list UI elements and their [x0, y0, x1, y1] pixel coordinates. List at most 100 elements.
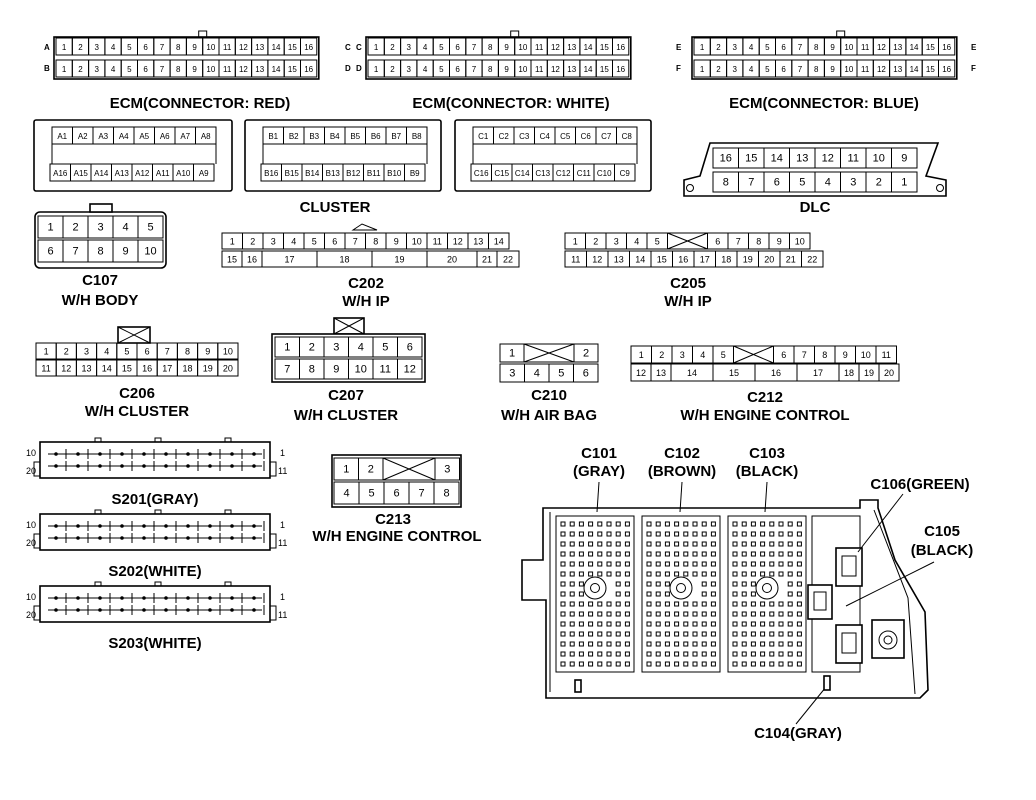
- ecm-red-top-2: 2: [78, 43, 83, 52]
- ecm-red-top-9: 9: [192, 43, 197, 52]
- jb-field-2-pin: [664, 621, 670, 627]
- c213-bottom-4: 4: [343, 488, 349, 500]
- jb-field-2-pin: [701, 591, 707, 597]
- jb-field-2-pin: [664, 641, 670, 647]
- jb-field-3-pin: [750, 581, 756, 587]
- splice-2-tab-right: [269, 533, 277, 549]
- cluster-b-bottom-B13: B13: [326, 169, 341, 178]
- jb-field-1-pin: [624, 641, 630, 647]
- ecm-blue-bottom-5: 5: [765, 65, 770, 74]
- jb-field-3-pin: [760, 571, 766, 577]
- ecm-white-top-6: 6: [455, 43, 460, 52]
- jb-field-3-pin: [741, 551, 747, 557]
- jb-field-2-pin: [664, 611, 670, 617]
- c105-color: (BLACK): [911, 542, 973, 559]
- splice-2-pin-0-2: [98, 524, 102, 528]
- jb-field-2-pin: [646, 531, 652, 537]
- jb-field-2-pin: [674, 601, 680, 607]
- c202-bottom-15: 15: [227, 255, 237, 265]
- ecm-red-bottom-10: 10: [206, 65, 215, 74]
- ecm-red-top-13: 13: [255, 43, 264, 52]
- c213-top-2: 2: [368, 464, 374, 476]
- cluster-c-top-C2: C2: [499, 132, 510, 141]
- jb-field-1-pin: [588, 571, 594, 577]
- c107-bottom-8: 8: [97, 246, 103, 258]
- c202-top-3: 3: [271, 237, 276, 247]
- ecm-blue-top-4: 4: [749, 43, 754, 52]
- jb-field-3-pin: [732, 551, 738, 557]
- cluster-a-bottom-A16: A16: [53, 169, 68, 178]
- jb-field-3-pin: [760, 521, 766, 527]
- jb-field-3-pin: [769, 641, 775, 647]
- jb-field-3-pin: [769, 571, 775, 577]
- ecm-white-bottom-15: 15: [600, 65, 609, 74]
- jb-field-3-pin: [750, 621, 756, 627]
- jb-field-2-pin: [683, 641, 689, 647]
- jb-field-3-bolt-center: [762, 583, 772, 593]
- ecm-white-top-10: 10: [518, 43, 527, 52]
- c212-top-11-cell: [875, 345, 897, 364]
- c206-bottom-13: 13: [81, 364, 91, 374]
- splice-2-pin-1-6: [186, 536, 190, 540]
- jb-field-3-pin: [796, 591, 802, 597]
- jb-field-1-pin: [615, 561, 621, 567]
- splice-3-pin-0-9: [252, 596, 256, 600]
- jb-field-1-pin: [560, 641, 566, 647]
- jb-field-2-pin: [655, 641, 661, 647]
- dlc-bottom-6: 6: [774, 177, 780, 189]
- c213-bottom-5: 5: [368, 488, 374, 500]
- jb-field-2-pin: [701, 651, 707, 657]
- jb-field-3-pin: [732, 561, 738, 567]
- splice-1-pin-0-1: [76, 452, 80, 456]
- junction-block-housing: [521, 499, 929, 699]
- jb-field-2-pin: [683, 651, 689, 657]
- ecm-blue-bottom-14: 14: [910, 65, 919, 74]
- c104-socket: [835, 624, 863, 664]
- jb-field-3-pin: [741, 621, 747, 627]
- cluster-b-top-B5: B5: [350, 132, 360, 141]
- cluster-a-top-A2: A2: [78, 132, 88, 141]
- cluster-a-bottom-A15: A15: [74, 169, 89, 178]
- splice-1-pin-1-9: [252, 464, 256, 468]
- jb-field-3-pin: [741, 521, 747, 527]
- c210-bottom-5: 5: [558, 368, 564, 380]
- jb-field-1-pin: [569, 621, 575, 627]
- jb-field-1-pin: [560, 581, 566, 587]
- jb-field-2-pin: [655, 631, 661, 637]
- jb-field-3-pin: [796, 571, 802, 577]
- splice-3-pin-1-0: [54, 608, 58, 612]
- jb-field-1-pin: [588, 601, 594, 607]
- cluster-b-top-B4: B4: [330, 132, 340, 141]
- splice-2-pin-1-5: [164, 536, 168, 540]
- c210-top-2: 2: [583, 348, 589, 360]
- jb-field-3-pin: [769, 611, 775, 617]
- ecm-white-top-15: 15: [600, 43, 609, 52]
- splice-3-pin-1-7: [208, 608, 212, 612]
- jb-field-2-pin: [710, 641, 716, 647]
- jb-field-3-pin: [769, 601, 775, 607]
- jb-field-3-pin: [732, 651, 738, 657]
- jb-field-2-pin: [683, 551, 689, 557]
- jb-field-3-pin: [796, 641, 802, 647]
- c202-bottom-22: 22: [503, 255, 513, 265]
- c212-bottom-19: 19: [864, 368, 874, 378]
- c213-bottom-8-cell: [433, 481, 460, 505]
- ecm-blue-top-7: 7: [798, 43, 803, 52]
- c205-top-10: 10: [795, 237, 805, 247]
- jb-field-3-pin: [741, 561, 747, 567]
- ecm-red-bottom-7: 7: [160, 65, 165, 74]
- s202-left-top: 10: [26, 520, 36, 530]
- c212-top-1: 1: [639, 350, 644, 360]
- jb-field-1-pin: [578, 531, 584, 537]
- c213-top-1: 1: [343, 464, 349, 476]
- jb-field-1-pin: [569, 531, 575, 537]
- cluster-a-guide: [51, 144, 217, 164]
- splice-2-pin-0-5: [164, 524, 168, 528]
- c107-bottom-10: 10: [144, 246, 156, 258]
- splice-3-tab-left: [33, 605, 41, 621]
- s203-left-top: 10: [26, 592, 36, 602]
